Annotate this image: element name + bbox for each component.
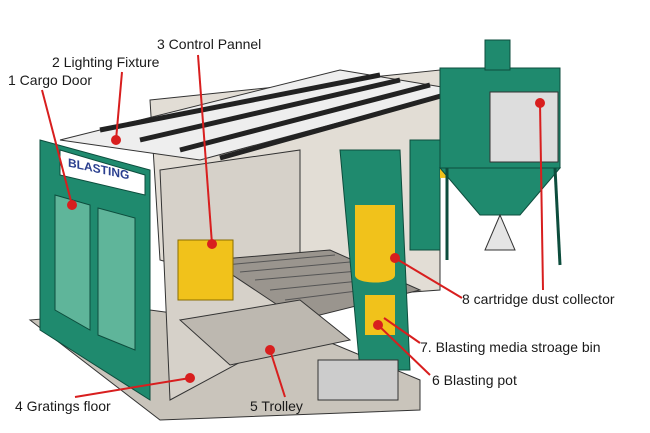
label-dust-collector: 8 cartridge dust collector	[462, 291, 615, 307]
label-cargo-door: 1 Cargo Door	[8, 72, 93, 88]
pot-base	[317, 359, 399, 401]
label-trolley: 5 Trolley	[250, 398, 303, 414]
blasting-pot	[365, 295, 395, 335]
roof-beams	[99, 72, 456, 161]
control-panel	[177, 239, 234, 301]
leader-lines	[41, 54, 545, 398]
label-gratings-floor: 4 Gratings floor	[15, 398, 111, 414]
logo-sign	[59, 149, 146, 196]
media-storage-bin	[355, 205, 395, 283]
label-media-storage-bin: 7. Blasting media stroage bin	[420, 339, 601, 355]
label-blasting-pot: 6 Blasting pot	[432, 372, 517, 388]
label-lighting-fixture: 2 Lighting Fixture	[52, 54, 160, 70]
cargo-door-right	[97, 207, 136, 351]
label-control-panel: 3 Control Pannel	[157, 36, 262, 52]
cargo-door-left	[54, 194, 91, 331]
trolley	[178, 299, 352, 366]
cartridges	[489, 91, 559, 163]
